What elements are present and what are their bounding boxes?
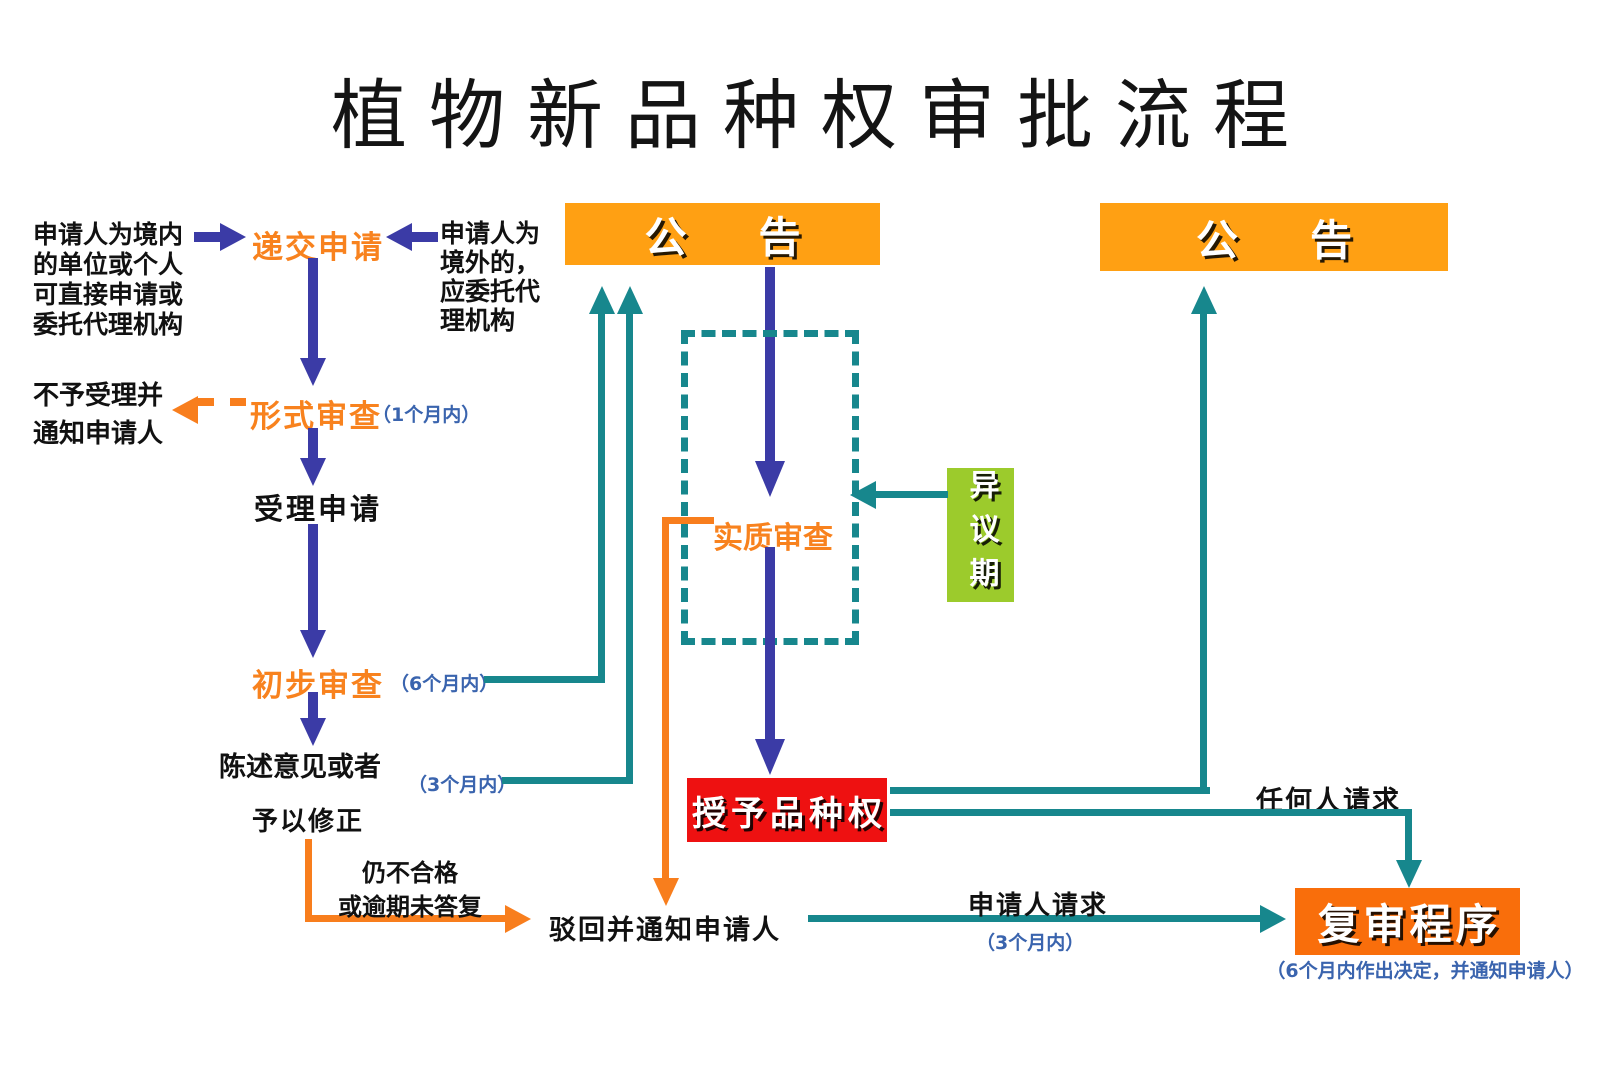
- preliminary-review-label: 初步审查: [252, 668, 384, 704]
- connector-substantive-left: [662, 517, 714, 524]
- amendment-label: 予以修正: [252, 807, 365, 837]
- page-title: 植物新品种权审批流程: [331, 71, 1311, 160]
- note-line: 申请人为: [440, 219, 541, 248]
- connector-grant-to-review-down: [1405, 809, 1412, 860]
- note-line: 仍不合格: [362, 859, 458, 887]
- arrow-domestic-to-submit: [194, 232, 220, 242]
- connector-amendment-to-reject: [305, 915, 505, 922]
- arrow-announcement-to-substantive: [765, 267, 775, 461]
- grant-variety-right-box: 授予品种权: [687, 778, 887, 842]
- connector-preliminary-to-announcement-up: [598, 314, 605, 683]
- arrow-accept-to-preliminary: [308, 524, 318, 630]
- note-domestic-applicant: 申请人为境内 的单位或个人 可直接申请或 委托代理机构: [33, 220, 183, 340]
- connector-preliminary-to-announcement: [484, 676, 605, 683]
- connector-statement-to-announcement: [502, 777, 633, 784]
- statement-duration: （3个月内）: [408, 774, 517, 796]
- formal-review-duration: （1个月内）: [372, 404, 481, 426]
- arrow-formal-to-not-accepted: [172, 396, 246, 424]
- review-procedure-note: （6个月内作出决定，并通知申请人）: [1266, 960, 1584, 982]
- note-not-accepted: 不予受理并 通知申请人: [33, 377, 163, 453]
- note-line: 委托代理机构: [33, 310, 184, 339]
- submit-application-label: 递交申请: [252, 230, 384, 266]
- statement-label: 陈述意见或者: [219, 752, 381, 783]
- note-line: 应委托代: [440, 277, 541, 306]
- note-line: 或逾期未答复: [338, 893, 482, 921]
- objection-period-box: 异议期: [947, 468, 1014, 602]
- arrow-substantive-to-grant: [765, 547, 775, 739]
- note-line: 申请人为境内: [33, 220, 184, 249]
- reject-notify-label: 驳回并通知申请人: [549, 915, 781, 946]
- connector-substantive-to-reject: [662, 517, 669, 878]
- arrow-foreign-to-submit: [412, 232, 438, 242]
- arrow-submit-to-formal-review: [308, 258, 318, 358]
- announcement-right-label: 公告: [1195, 215, 1424, 265]
- connector-grant-to-announcement: [890, 787, 1210, 794]
- connector-statement-to-announcement-up: [626, 314, 633, 784]
- accept-application-label: 受理申请: [254, 492, 383, 526]
- note-line: 的单位或个人: [33, 250, 184, 279]
- note-line: 可直接申请或: [33, 280, 184, 309]
- announcement-left-label: 公告: [644, 212, 873, 262]
- review-procedure-box: 复审程序: [1295, 888, 1520, 955]
- arrow-reject-to-review: [808, 915, 1260, 922]
- preliminary-review-duration: （6个月内）: [390, 673, 499, 695]
- connector-grant-to-announcement-up: [1200, 314, 1207, 794]
- arrow-formal-to-accept: [308, 428, 318, 458]
- note-line: 不予受理并: [33, 381, 164, 411]
- review-procedure-label: 复审程序: [1317, 900, 1502, 949]
- applicant-request-label: 申请人请求: [968, 891, 1109, 921]
- arrow-objection-to-frame: [876, 491, 948, 498]
- note-line: 境外的，: [440, 248, 541, 277]
- announcement-right-box: 公告: [1100, 203, 1448, 271]
- announcement-left-box: 公告: [565, 203, 880, 265]
- arrow-preliminary-to-statement: [308, 692, 318, 718]
- note-line: 通知申请人: [33, 419, 164, 449]
- note-line: 理机构: [440, 306, 516, 335]
- grant-variety-right-label: 授予品种权: [692, 793, 887, 834]
- connector-grant-to-review: [890, 809, 1412, 816]
- note-unqualified: 仍不合格 或逾期未答复: [330, 856, 490, 924]
- note-foreign-applicant: 申请人为 境外的， 应委托代 理机构: [440, 219, 540, 335]
- applicant-request-duration: （3个月内）: [976, 932, 1085, 954]
- connector-amendment-down: [305, 839, 312, 922]
- objection-period-label: 异议期: [963, 469, 999, 601]
